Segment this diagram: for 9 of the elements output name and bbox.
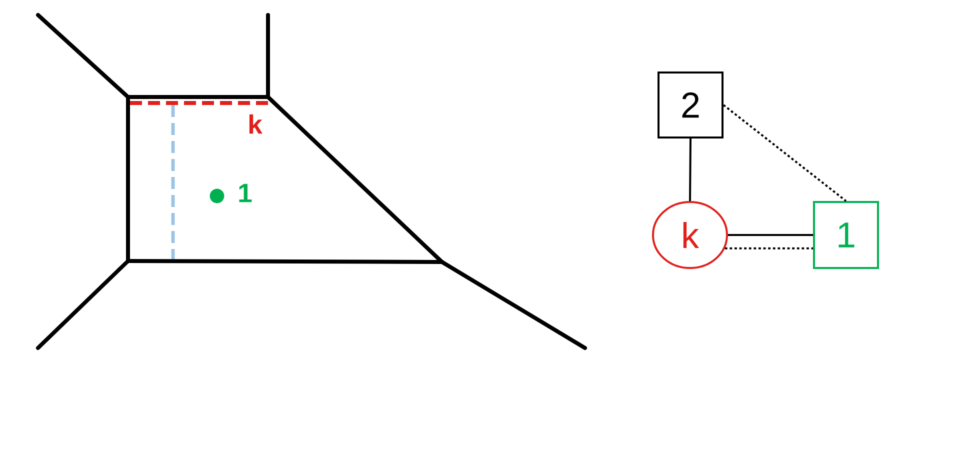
connector-line: [724, 247, 813, 250]
square-node: 1: [813, 201, 879, 269]
square-node: 2: [658, 72, 724, 138]
connector-line: [689, 138, 692, 202]
letter-label: k: [249, 114, 262, 134]
circle-node: k: [652, 201, 728, 269]
connector-line: [722, 104, 847, 202]
point-label: 1: [239, 184, 252, 202]
connector-line: [728, 234, 813, 236]
